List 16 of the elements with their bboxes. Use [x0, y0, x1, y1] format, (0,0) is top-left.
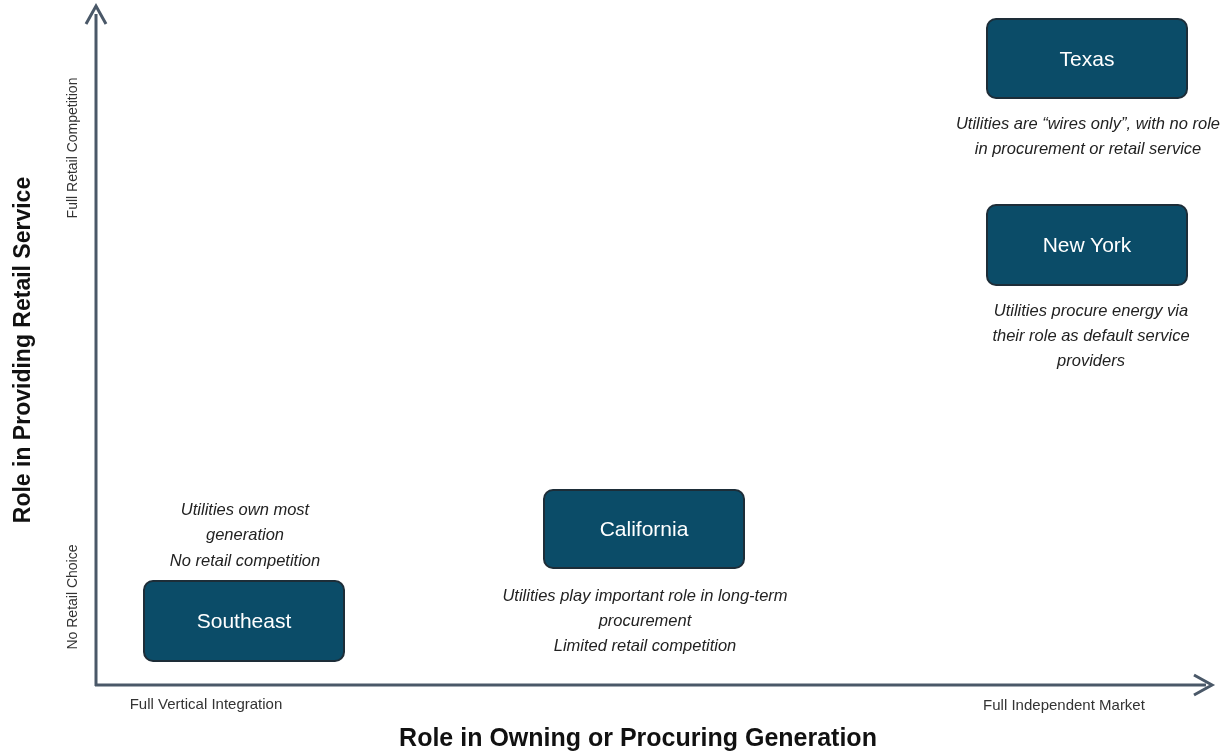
description-text: Utilities procure energy via their role as default service providers [991, 300, 1191, 371]
state-box: California [543, 489, 745, 569]
description-text: Limited retail competition [552, 635, 738, 656]
state-box: Texas [986, 18, 1188, 99]
axis-tick-label: Full Vertical Integration [129, 694, 283, 712]
state-box: New York [986, 204, 1188, 286]
axis-tick-label: Full Retail Competition [64, 77, 80, 219]
description-text: Utilities play important role in long-term procurement [501, 585, 789, 631]
axis-tick-label: Full Independent Market [983, 695, 1145, 713]
description-text: Utilities are “wires only”, with no role in procurement or retail service [954, 113, 1222, 159]
axis-tick-label: No Retail Choice [64, 544, 80, 650]
description-text: Utilities own most generation [179, 499, 311, 545]
description-text: No retail competition [168, 550, 322, 571]
axis-title: Role in Providing Retail Service [8, 176, 36, 524]
axis-title: Role in Owning or Procuring Generation [399, 722, 877, 752]
state-box: Southeast [143, 580, 345, 662]
